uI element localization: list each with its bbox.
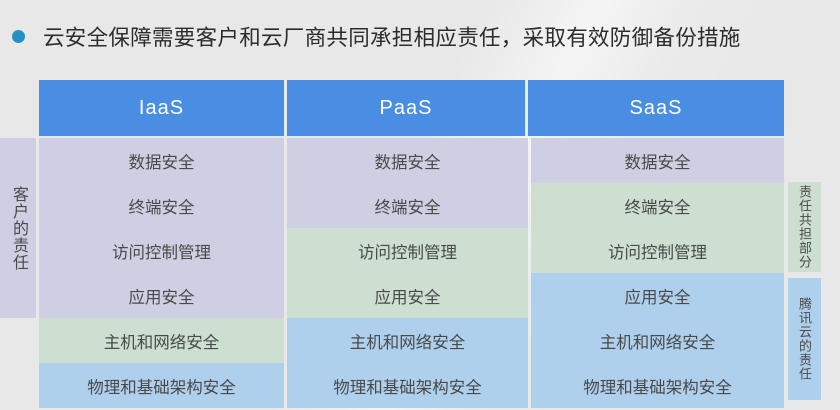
column-paas: 数据安全 终端安全 访问控制管理 应用安全 主机和网络安全 物理和基础架构安全 — [287, 138, 528, 410]
side-label-customer-responsibility: 客户的责任 — [0, 138, 36, 318]
column-iaas: 数据安全 终端安全 访问控制管理 应用安全 主机和网络安全 物理和基础架构安全 — [39, 138, 284, 410]
table-cell: 数据安全 — [287, 138, 528, 183]
column-header-iaas: IaaS — [39, 80, 284, 136]
table-cell: 访问控制管理 — [287, 228, 528, 273]
table-cell: 应用安全 — [531, 273, 784, 318]
side-label-shared-responsibility: 责任共担部分 — [788, 182, 821, 272]
table-cell: 应用安全 — [287, 273, 528, 318]
table-cell: 应用安全 — [39, 273, 284, 318]
table-cell: 主机和网络安全 — [39, 318, 284, 363]
table-cell: 主机和网络安全 — [531, 318, 784, 363]
table-cell: 终端安全 — [39, 183, 284, 228]
table-cell: 物理和基础架构安全 — [39, 363, 284, 408]
column-header-saas: SaaS — [525, 80, 784, 136]
column-saas: 数据安全 终端安全 访问控制管理 应用安全 主机和网络安全 物理和基础架构安全 — [531, 138, 784, 410]
table-cell: 数据安全 — [39, 138, 284, 183]
headline: 云安全保障需要客户和云厂商共同承担相应责任，采取有效防御备份措施 — [0, 12, 840, 60]
table-cell: 主机和网络安全 — [287, 318, 528, 363]
table-cell: 终端安全 — [531, 183, 784, 228]
table-body: 数据安全 终端安全 访问控制管理 应用安全 主机和网络安全 物理和基础架构安全 … — [39, 138, 784, 410]
table-cell: 终端安全 — [287, 183, 528, 228]
table-cell: 访问控制管理 — [39, 228, 284, 273]
side-label-cloud-responsibility: 腾讯云的责任 — [788, 278, 821, 400]
table-cell: 物理和基础架构安全 — [287, 363, 528, 408]
responsibility-table: IaaS PaaS SaaS 数据安全 终端安全 访问控制管理 应用安全 主机和… — [39, 80, 784, 410]
table-header-row: IaaS PaaS SaaS — [39, 80, 784, 136]
table-cell: 访问控制管理 — [531, 228, 784, 273]
headline-text: 云安全保障需要客户和云厂商共同承担相应责任，采取有效防御备份措施 — [43, 25, 741, 50]
table-cell: 物理和基础架构安全 — [531, 363, 784, 408]
bullet-icon — [12, 29, 25, 43]
table-cell: 数据安全 — [531, 138, 784, 183]
column-header-paas: PaaS — [284, 80, 525, 136]
